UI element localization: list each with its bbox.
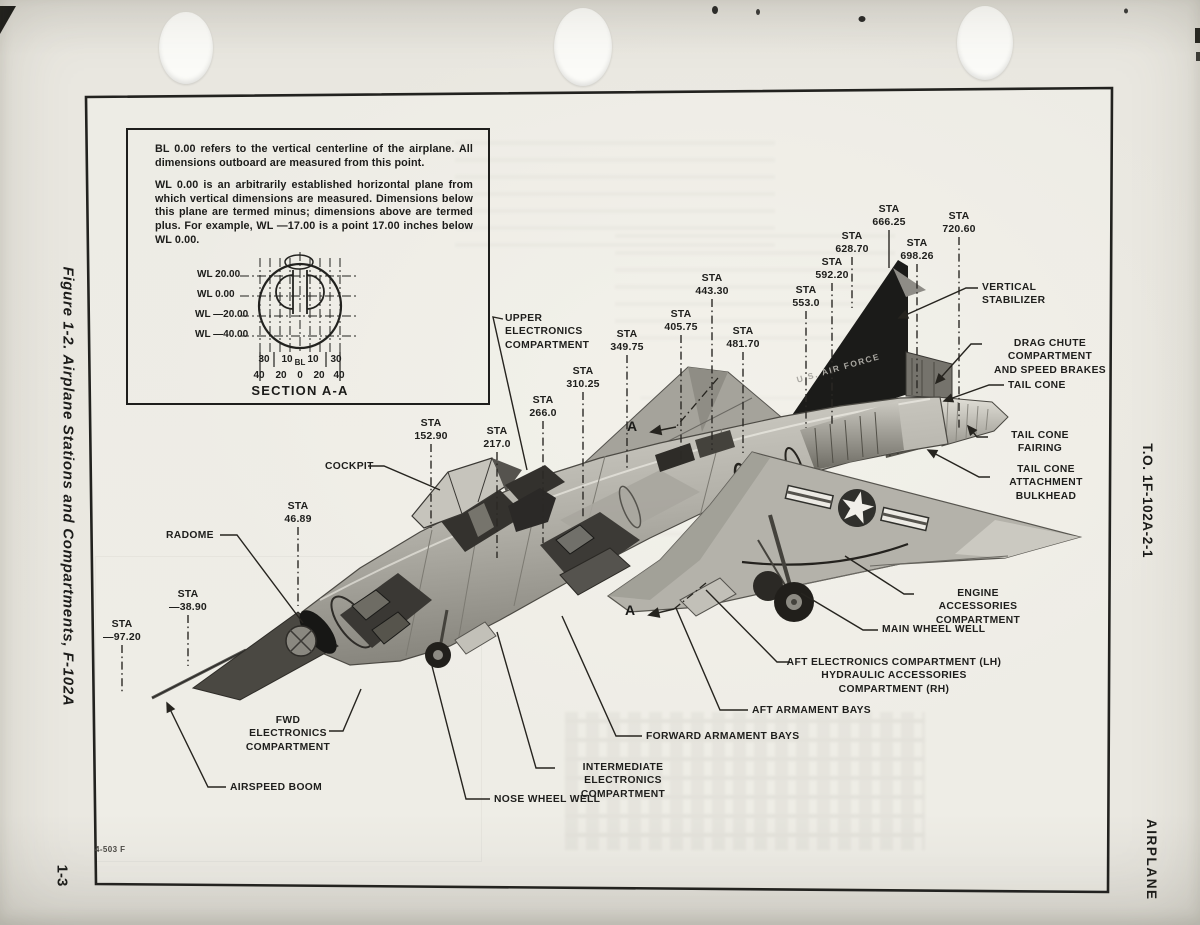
info-box-paragraph-1: BL 0.00 refers to the vertical centerlin… [155,143,473,169]
bleedthrough-text [565,712,925,850]
bleedthrough-text [455,135,775,255]
info-box-paragraph-2: WL 0.00 is an arbitrarily established ho… [155,179,473,246]
usaf-star-insignia [784,484,930,532]
info-box: BL 0.00 refers to the vertical centerlin… [126,128,490,405]
scan-artifacts [0,6,1200,61]
f-102a-cutaway-illustration: U.S. AIR FORCE [151,260,1083,701]
to-number: T.O. 1F-102A-2-1 [1139,443,1155,559]
punch-hole [957,6,1013,80]
bleedthrough-text [615,228,895,343]
plate-number: 4-503 F [95,845,126,854]
bleedthrough-box [95,556,482,862]
section-aa-diagram [240,252,358,381]
punch-hole [159,12,213,84]
punch-hole [554,8,612,86]
leader-lines [121,230,1004,800]
figure-caption: Figure 1-2. Airplane Stations and Compar… [59,266,77,707]
page-number: 1-3 [53,864,71,887]
section-tab: AIRPLANE [1143,818,1159,901]
